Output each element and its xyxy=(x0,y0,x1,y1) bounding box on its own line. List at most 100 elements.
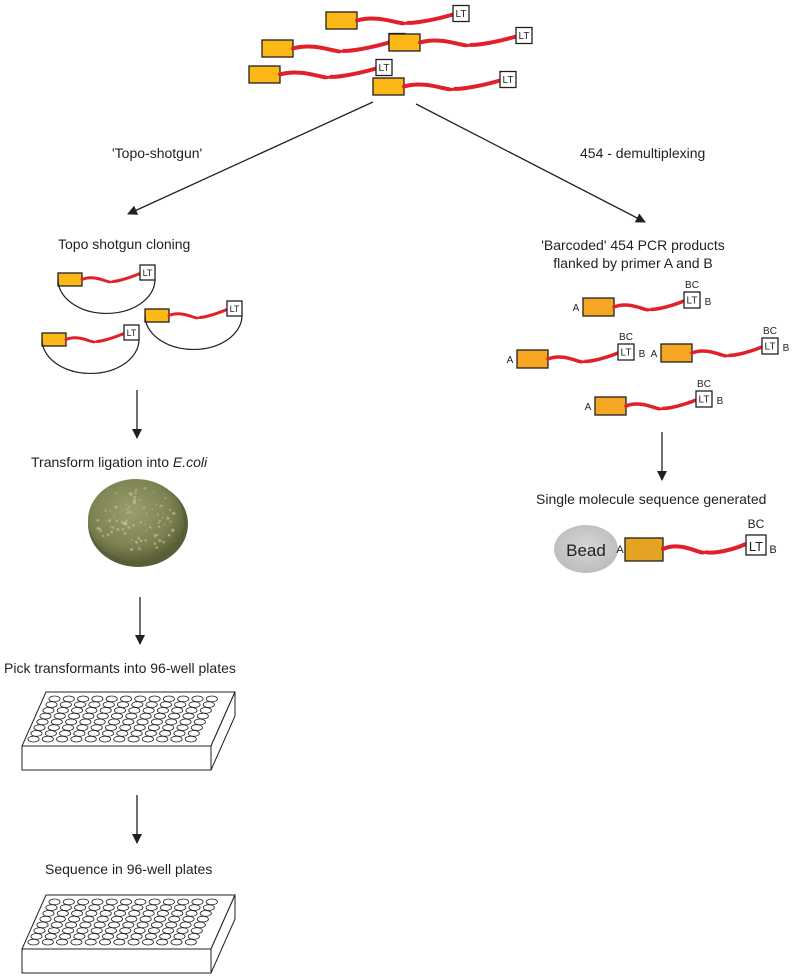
well xyxy=(145,701,158,708)
primer-b-label: B xyxy=(769,544,776,556)
colony xyxy=(128,510,132,514)
well xyxy=(102,933,115,940)
well xyxy=(105,927,118,934)
well xyxy=(74,904,87,911)
lt-tag-label: LT xyxy=(699,395,710,406)
well xyxy=(36,921,49,929)
colony xyxy=(169,520,172,523)
colony xyxy=(106,533,110,537)
colony xyxy=(134,540,138,543)
well xyxy=(131,701,144,708)
well xyxy=(133,724,146,731)
well xyxy=(30,933,43,940)
colony xyxy=(143,506,146,509)
well xyxy=(187,730,200,737)
colony xyxy=(140,539,143,543)
well xyxy=(159,904,172,911)
sequence-plates-label: Sequence in 96-well plates xyxy=(45,861,213,877)
well xyxy=(102,730,115,737)
well xyxy=(82,915,95,923)
colony xyxy=(158,539,162,543)
well xyxy=(116,730,129,737)
lt-tag-label: LT xyxy=(687,296,698,307)
well xyxy=(202,701,215,708)
well xyxy=(56,707,69,714)
well xyxy=(77,898,90,906)
primer-b-label: B xyxy=(639,349,646,360)
lt-tag-label: LT xyxy=(621,348,632,359)
well xyxy=(173,730,186,737)
well xyxy=(116,933,129,940)
linker-strand xyxy=(80,272,142,284)
well xyxy=(84,735,97,743)
insert-block xyxy=(41,332,67,347)
bead-circle xyxy=(554,525,618,573)
colony xyxy=(121,528,125,531)
well xyxy=(42,707,55,714)
colony xyxy=(164,497,167,500)
well xyxy=(141,735,154,743)
well xyxy=(93,921,106,929)
well xyxy=(105,724,118,731)
well xyxy=(185,707,198,714)
colony xyxy=(120,520,124,524)
well xyxy=(205,695,218,703)
well xyxy=(119,724,132,731)
well xyxy=(62,695,75,703)
insert-block xyxy=(144,308,170,323)
well xyxy=(82,712,95,720)
linker-strand xyxy=(64,332,126,344)
source-construct: LT xyxy=(248,58,393,84)
lt-tag-label: LT xyxy=(143,268,153,278)
well xyxy=(153,712,166,720)
well xyxy=(96,712,109,720)
plate-side-face xyxy=(210,691,236,771)
well xyxy=(127,735,140,743)
colony xyxy=(124,519,127,522)
well xyxy=(99,910,112,917)
colony xyxy=(114,505,118,509)
well xyxy=(196,915,209,923)
well xyxy=(177,695,190,703)
lt-tag-box xyxy=(375,58,393,77)
barcode-label: BC xyxy=(697,379,711,390)
well xyxy=(44,933,57,940)
well xyxy=(148,695,161,703)
well xyxy=(159,701,172,708)
primer-b-label: B xyxy=(783,343,790,354)
well xyxy=(147,724,160,731)
well xyxy=(191,898,204,906)
colony xyxy=(162,540,165,544)
well xyxy=(33,724,46,731)
well xyxy=(156,938,169,946)
barcoded-products-label-line2: flanked by primer A and B xyxy=(553,255,713,271)
linker-strand xyxy=(278,66,378,80)
colony xyxy=(127,506,130,509)
well xyxy=(136,921,149,929)
lt-tag-label: LT xyxy=(765,342,776,353)
lt-tag-box xyxy=(499,70,517,89)
well xyxy=(190,927,203,934)
well xyxy=(44,730,57,737)
well xyxy=(84,938,97,946)
well xyxy=(122,921,135,929)
plate-side-face xyxy=(210,894,236,974)
well xyxy=(71,910,84,917)
well xyxy=(62,898,75,906)
well xyxy=(170,938,183,946)
well xyxy=(162,927,175,934)
well xyxy=(111,712,124,720)
primer-a-label: A xyxy=(573,303,580,314)
lt-tag-box xyxy=(123,324,140,341)
linker-strand xyxy=(690,345,764,358)
colony xyxy=(157,525,161,528)
primer-a-label: A xyxy=(616,544,624,556)
colony xyxy=(134,488,138,492)
well xyxy=(156,910,169,917)
colony xyxy=(145,512,148,515)
well xyxy=(88,701,101,708)
